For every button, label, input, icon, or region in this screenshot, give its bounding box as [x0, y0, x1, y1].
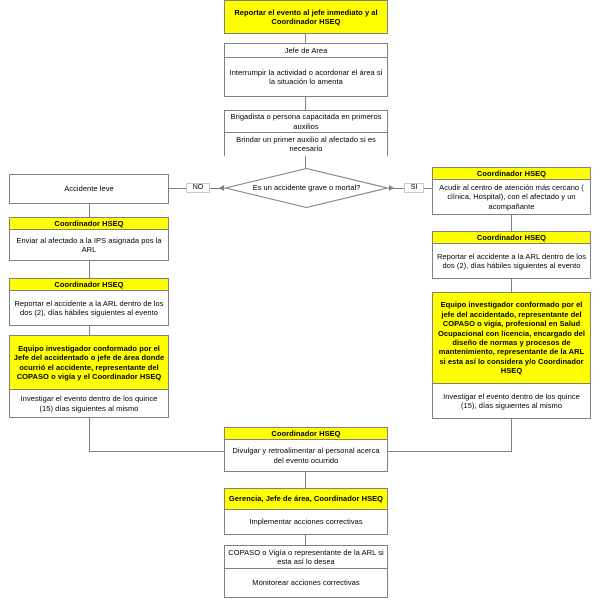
connector-attention-to-reportarl-right	[511, 215, 512, 231]
node-monitor-header: COPASO o Vigía o representante de la ARL…	[225, 546, 387, 569]
connector-corrective-to-monitor	[305, 535, 306, 545]
connector-minor-to-sendips	[89, 204, 90, 217]
node-team-right-header: Equipo investigador conformado por el je…	[433, 293, 590, 384]
node-team-right[interactable]: Equipo investigador conformado por el je…	[432, 292, 591, 419]
node-minor-accident-header: Accidente leve	[10, 175, 168, 203]
node-area-chief-body: Interrumpir la actividad o acordonar el …	[225, 58, 387, 96]
node-corrective-actions-body: Implementar acciones correctivas	[225, 510, 387, 534]
node-decision[interactable]: Es un accidente grave o mortal?	[225, 168, 388, 208]
connector-teamright-left-to-divulgar	[388, 451, 512, 452]
node-send-ips[interactable]: Coordinador HSEQ Enviar al afectado a la…	[9, 217, 169, 261]
node-first-aid-body: Brindar un primer auxilio al afectado si…	[225, 133, 387, 156]
node-report-arl-left[interactable]: Coordinador HSEQ Reportar el accidente a…	[9, 278, 169, 326]
node-team-right-body: Investigar el evento dentro de los quinc…	[433, 384, 590, 418]
arrow-no-head	[219, 185, 224, 191]
connector-firstaid-to-decision	[305, 156, 306, 168]
node-report-event[interactable]: Reportar el evento al jefe inmediato y a…	[224, 0, 388, 34]
connector-reportarlright-to-teamright	[511, 279, 512, 292]
node-area-chief[interactable]: Jefe de Area Interrumpir la actividad o …	[224, 43, 388, 97]
node-first-aid[interactable]: Brigadista o persona capacitada en prime…	[224, 110, 388, 156]
node-attention-center-body: Acudir al centro de atención más cercano…	[433, 180, 590, 214]
node-monitor[interactable]: COPASO o Vigía o representante de la ARL…	[224, 545, 388, 598]
node-divulge-header: Coordinador HSEQ	[225, 428, 387, 440]
edge-label-no: NO	[186, 183, 210, 193]
connector-areachief-to-firstaid	[305, 97, 306, 110]
node-monitor-body: Monitorear acciones correctivas	[225, 569, 387, 597]
connector-divulge-to-corrective	[305, 472, 306, 488]
connector-reportarl-to-team-left	[89, 326, 90, 335]
node-decision-label: Es un accidente grave o mortal?	[252, 183, 361, 192]
node-team-left-header: Equipo investigador conformado por el Je…	[10, 336, 168, 390]
node-team-left[interactable]: Equipo investigador conformado por el Je…	[9, 335, 169, 418]
node-divulge[interactable]: Coordinador HSEQ Divulgar y retroaliment…	[224, 427, 388, 472]
connector-report-to-areachief	[305, 34, 306, 43]
node-first-aid-header: Brigadista o persona capacitada en prime…	[225, 111, 387, 133]
node-attention-center-header: Coordinador HSEQ	[433, 168, 590, 180]
connector-teamright-down	[511, 419, 512, 451]
decision-diamond-shape	[225, 168, 388, 208]
node-report-arl-left-header: Coordinador HSEQ	[10, 279, 168, 291]
node-corrective-actions[interactable]: Gerencia, Jefe de área, Coordinador HSEQ…	[224, 488, 388, 535]
node-report-arl-right-header: Coordinador HSEQ	[433, 232, 590, 244]
node-corrective-actions-header: Gerencia, Jefe de área, Coordinador HSEQ	[225, 489, 387, 510]
node-send-ips-header: Coordinador HSEQ	[10, 218, 168, 230]
node-area-chief-header: Jefe de Area	[225, 44, 387, 58]
edge-label-si: SI	[404, 183, 424, 193]
node-send-ips-body: Enviar al afectado a la IPS asignada pos…	[10, 230, 168, 260]
node-report-arl-right[interactable]: Coordinador HSEQ Reportar el accidente a…	[432, 231, 591, 279]
node-report-arl-right-body: Reportar el accidente a la ARL dentro de…	[433, 244, 590, 278]
node-minor-accident[interactable]: Accidente leve	[9, 174, 169, 204]
node-report-event-header: Reportar el evento al jefe inmediato y a…	[225, 1, 387, 33]
node-divulge-body: Divulgar y retroalimentar al personal ac…	[225, 440, 387, 471]
connector-teamleft-right-to-divulgar	[89, 451, 224, 452]
node-team-left-body: Investigar el evento dentro de los quinc…	[10, 390, 168, 417]
node-report-arl-left-body: Reportar el accidente a la ARL dentro de…	[10, 291, 168, 325]
node-attention-center[interactable]: Coordinador HSEQ Acudir al centro de ate…	[432, 167, 591, 215]
connector-sendips-to-reportarl-left	[89, 261, 90, 278]
connector-teamleft-down	[89, 418, 90, 451]
arrow-si-head	[389, 185, 394, 191]
